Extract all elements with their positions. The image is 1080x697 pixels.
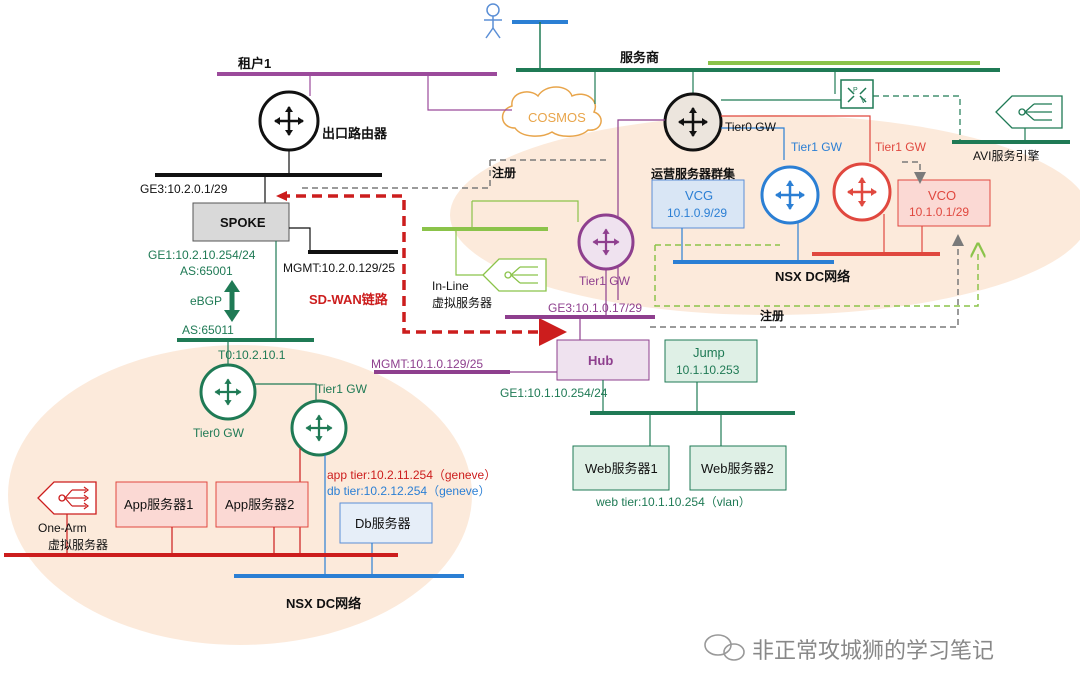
vcg-box	[651, 179, 745, 229]
one-arm-sub-label: 虚拟服务器	[48, 537, 108, 552]
as65001-label: AS:65001	[180, 264, 233, 278]
load-balancer-icon	[482, 258, 547, 292]
one-arm-label: One-Arm	[38, 521, 87, 535]
ge3-hub-label: GE3:10.1.0.17/29	[548, 301, 642, 315]
app-server1-label: App服务器1	[124, 497, 193, 512]
router-icon	[258, 90, 320, 152]
web-server1-box	[572, 445, 670, 491]
inline-sub-label: 虚拟服务器	[432, 295, 492, 310]
person-icon	[484, 3, 502, 39]
mgmt-spoke-label: MGMT:10.2.0.129/25	[283, 261, 395, 275]
tier1-red-label: Tier1 GW	[875, 140, 927, 154]
router-icon	[832, 162, 892, 222]
t0-ip-label: T0:10.2.10.1	[218, 348, 286, 362]
router-icon	[199, 363, 257, 421]
nsx-dc-left-label: NSX DC网络	[286, 596, 361, 611]
app-server2-label: App服务器2	[225, 497, 294, 512]
db-tier-label: db tier:10.2.12.254（geneve）	[327, 484, 490, 498]
register-green-line	[654, 245, 978, 307]
sdwan-link-label: SD-WAN链路	[309, 292, 389, 307]
hub-label: Hub	[588, 353, 613, 368]
load-balancer-icon	[995, 95, 1063, 129]
ops-cluster-label: 运营服务器群集	[651, 166, 736, 181]
svg-text:P: P	[853, 87, 858, 94]
tenant1-label: 租户1	[238, 56, 271, 71]
register-top-label: 注册	[492, 165, 516, 180]
app-server2-box	[215, 481, 309, 528]
cloud-icon	[501, 86, 602, 137]
avi-engine-label: AVI服务引擎	[973, 148, 1039, 163]
jump-box	[664, 339, 758, 383]
ge1-spoke-label: GE1:10.2.10.254/24	[148, 248, 256, 262]
web-tier-label: web tier:10.1.10.254（vlan）	[595, 495, 751, 509]
web-server1-label: Web服务器1	[585, 461, 658, 476]
register-mid-label: 注册	[760, 308, 784, 323]
web-server2-box	[689, 445, 787, 491]
nsx-dc-right-label: NSX DC网络	[775, 269, 850, 284]
exit-router-label: 出口路由器	[322, 126, 388, 141]
load-balancer-icon	[37, 481, 97, 515]
router-icon	[760, 165, 820, 225]
jump-ip-label: 10.1.10.253	[676, 363, 740, 377]
register-hub-line	[650, 234, 964, 328]
wechat-icon	[704, 634, 745, 661]
db-server-box	[339, 502, 433, 544]
vco-box	[897, 179, 991, 227]
web-server2-label: Web服务器2	[701, 461, 774, 476]
ge3-spoke-label: GE3:10.2.0.1/29	[140, 182, 228, 196]
spoke-box	[192, 202, 290, 242]
tier1-purple-label: Tier1 GW	[579, 274, 631, 288]
svg-text:V: V	[861, 98, 866, 105]
ge1-hub-label: GE1:10.1.10.254/24	[500, 386, 608, 400]
tier1-blue-label: Tier1 GW	[791, 140, 843, 154]
db-server-label: Db服务器	[355, 516, 411, 531]
vcg-ip-label: 10.1.0.9/29	[667, 206, 727, 220]
tier0-right-label: Tier0 GW	[725, 120, 777, 134]
nsx-edge-icon: P V	[840, 79, 874, 109]
router-icon	[577, 213, 635, 271]
vcg-name-label: VCG	[685, 188, 713, 203]
spoke-label: SPOKE	[220, 215, 266, 230]
vco-ip-label: 10.1.0.1/29	[909, 205, 969, 219]
router-icon	[290, 399, 348, 457]
sdwan-link	[280, 194, 567, 346]
app-tier-label: app tier:10.2.11.254（geneve）	[327, 468, 496, 482]
tier0-left-label: Tier0 GW	[193, 426, 245, 440]
router-icon	[663, 92, 723, 152]
provider-label: 服务商	[620, 50, 659, 65]
app-server1-box	[115, 481, 208, 528]
watermark-label: 非正常攻城狮的学习笔记	[752, 638, 994, 663]
inline-label: In-Line	[432, 279, 469, 293]
register-spoke-line	[300, 160, 491, 189]
jump-name-label: Jump	[693, 345, 725, 360]
tier1-left-label: Tier1 GW	[316, 382, 368, 396]
as65011-label: AS:65011	[182, 323, 234, 337]
vco-name-label: VCO	[928, 188, 956, 203]
ebgp-label: eBGP	[190, 294, 222, 308]
mgmt-hub-label: MGMT:10.1.0.129/25	[371, 357, 483, 371]
cosmos-label: COSMOS	[528, 110, 586, 125]
ebgp-arrow	[224, 280, 240, 322]
